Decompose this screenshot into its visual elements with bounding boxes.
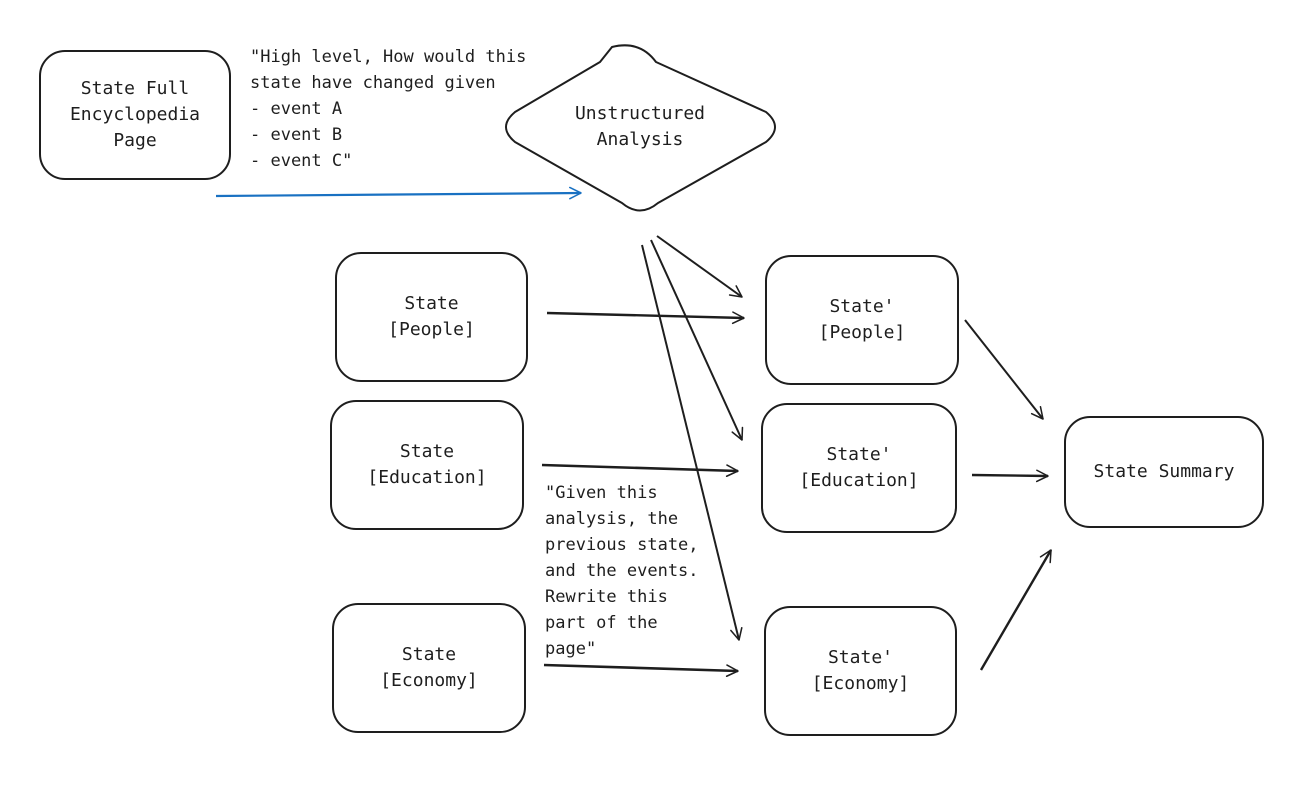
analysis-label: Unstructured Analysis	[574, 103, 706, 150]
new-state-people-label: State' [People]	[818, 296, 906, 343]
state-people-label: State [People]	[388, 293, 475, 340]
new-state-education-node: State' [Education]	[761, 403, 957, 533]
arrow-new-education-to-summary	[971, 469, 1049, 483]
arrow-economy-to-new-economy	[543, 663, 739, 678]
state-full-encyclopedia-page-node: State Full Encyclopedia Page	[39, 50, 231, 180]
analysis-prompt-note: "High level, How would this state have c…	[250, 47, 527, 171]
state-summary-label: State Summary	[1093, 461, 1235, 482]
new-state-education-label: State' [Education]	[799, 444, 919, 491]
arrow-new-people-to-summary	[964, 319, 1044, 420]
analysis-diamond	[505, 44, 776, 212]
new-state-economy-node: State' [Economy]	[764, 606, 957, 736]
arrow-source-to-analysis	[215, 186, 582, 200]
state-economy-label: State [Economy]	[380, 644, 478, 691]
state-education-label: State [Education]	[367, 441, 487, 488]
state-full-encyclopedia-page-label: State Full Encyclopedia Page	[69, 78, 201, 151]
rewrite-prompt-note: "Given this analysis, the previous state…	[545, 483, 699, 659]
arrow-analysis-to-new-people	[656, 235, 743, 298]
arrow-analysis-to-new-education	[650, 239, 744, 441]
state-people-node: State [People]	[335, 252, 528, 382]
state-economy-node: State [Economy]	[332, 603, 526, 733]
arrow-new-economy-to-summary	[979, 549, 1053, 671]
new-state-economy-label: State' [Economy]	[811, 647, 910, 694]
arrow-education-to-new-education	[541, 463, 739, 478]
new-state-people-node: State' [People]	[765, 255, 959, 385]
arrow-analysis-to-new-economy	[641, 244, 743, 641]
arrow-people-to-new-people	[546, 311, 745, 325]
state-education-node: State [Education]	[330, 400, 524, 530]
state-summary-node: State Summary	[1064, 416, 1264, 528]
